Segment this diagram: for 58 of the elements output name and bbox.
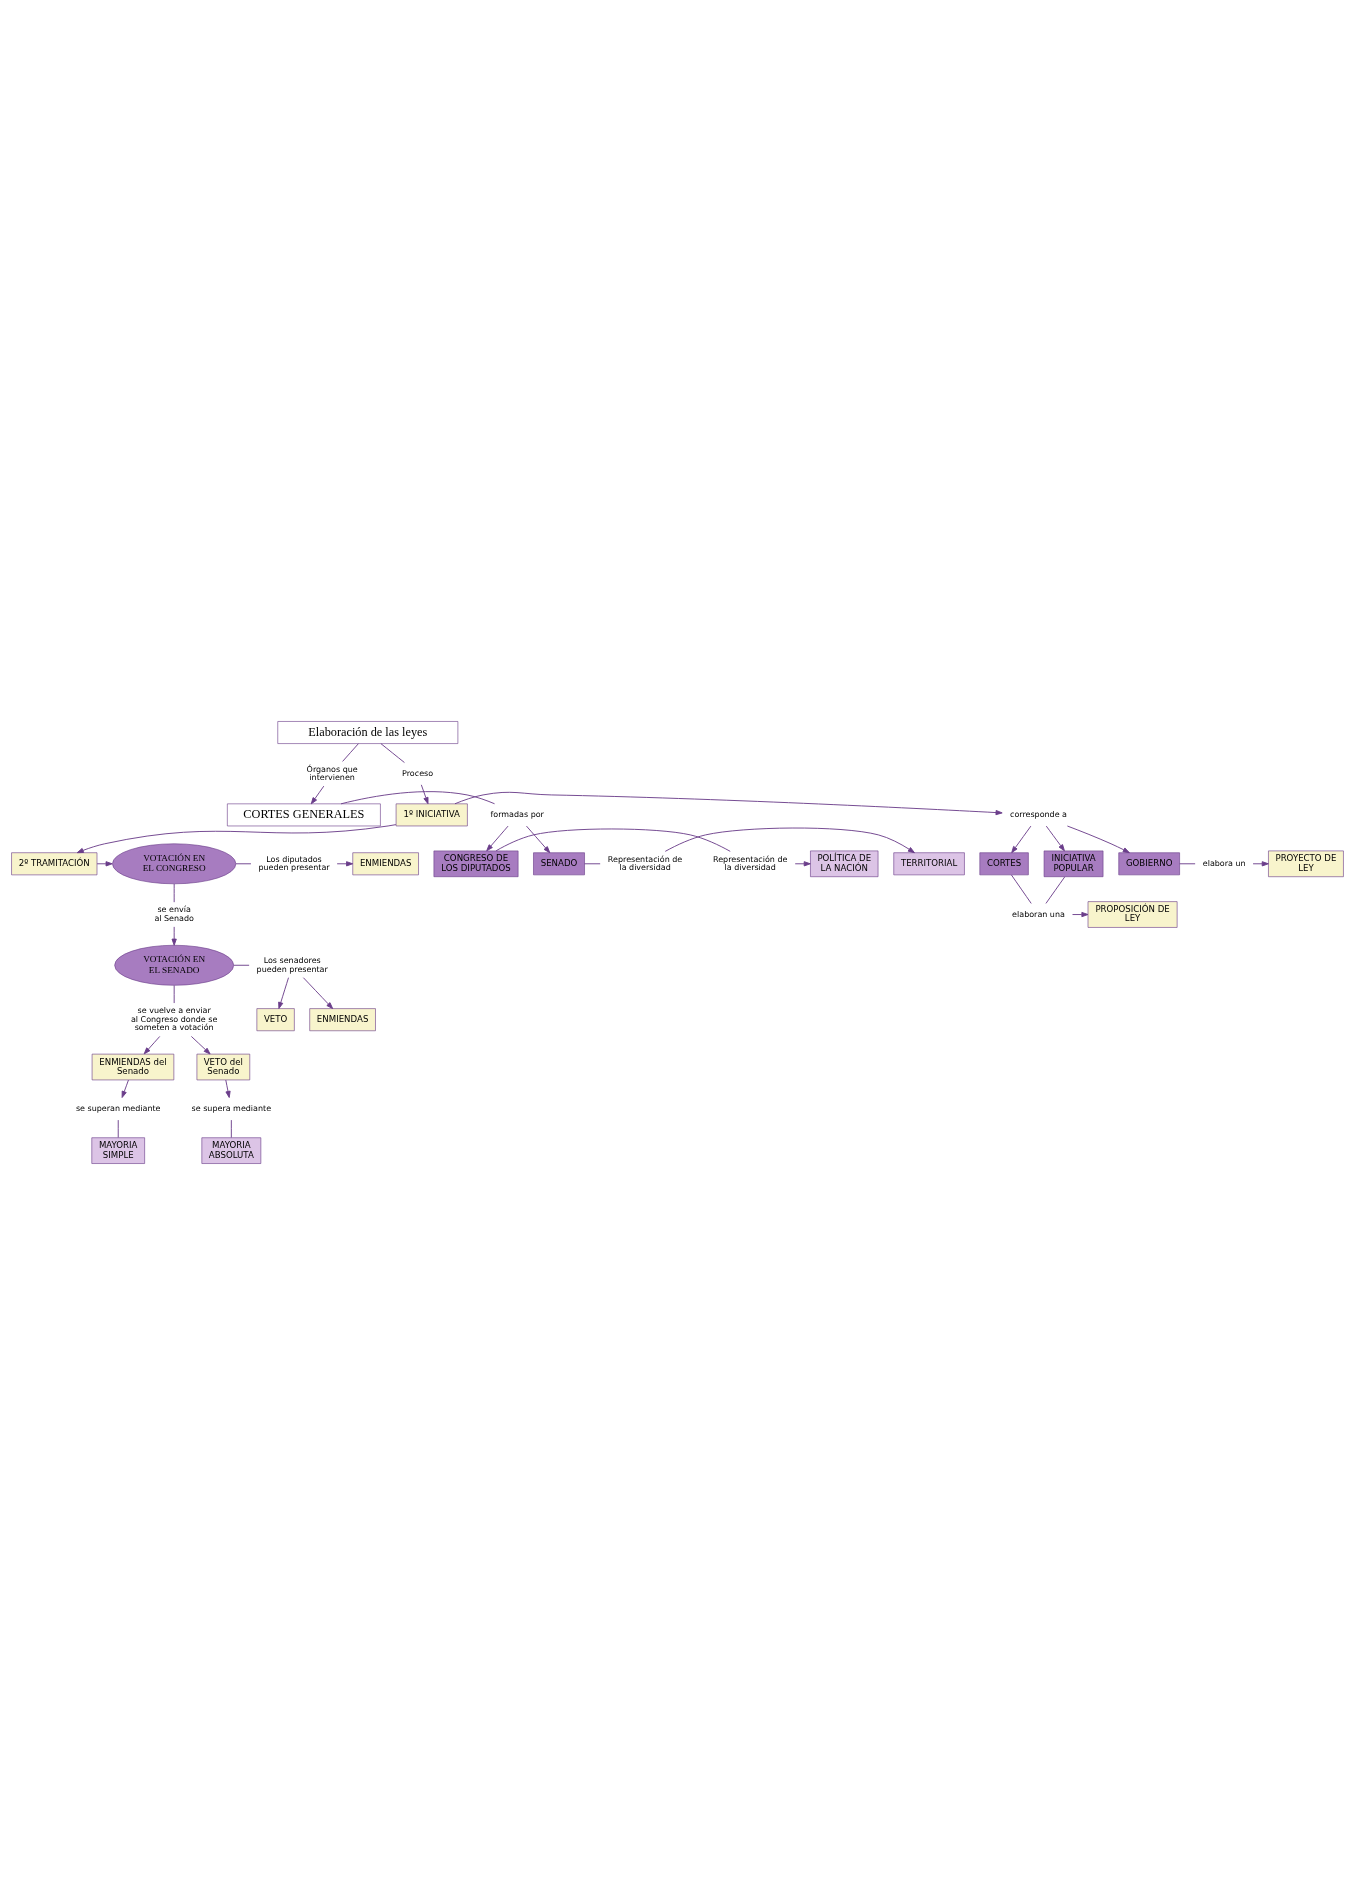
arrow	[143, 1035, 161, 1054]
arrow	[171, 925, 177, 946]
connector	[1010, 873, 1032, 904]
node-box: TERRITORIAL	[893, 851, 965, 875]
arrow	[1045, 825, 1065, 851]
connector	[342, 742, 359, 762]
node-box: POLÍTICA DE LA NACIÓN	[810, 850, 879, 877]
arrow	[664, 827, 915, 853]
node-box: MAYORIA SIMPLE	[91, 1136, 145, 1164]
arrow	[454, 791, 1003, 815]
node-box: 2º TRAMITACIÓN	[11, 851, 98, 875]
arrow	[486, 825, 509, 851]
node-box: INICIATIVA POPULAR	[1043, 850, 1104, 877]
node-box: SENADO	[533, 851, 585, 875]
connector	[173, 984, 175, 1003]
node-box: VETO	[256, 1007, 295, 1031]
connector	[1045, 875, 1066, 904]
arrow	[96, 860, 113, 866]
node-box: PROPOSICIÓN DE LEY	[1087, 900, 1178, 928]
connector	[235, 862, 252, 864]
node-box: VETO del Senado	[196, 1053, 251, 1080]
arrow	[310, 785, 325, 804]
node-box: CORTES	[979, 851, 1029, 875]
node-box: Elaboración de las leyes	[277, 720, 459, 744]
node-box: ENMIENDAS	[309, 1007, 376, 1031]
node-ellipse: VOTACIÓN EN EL SENADO	[114, 944, 234, 986]
node-box: ENMIENDAS del Senado	[91, 1053, 175, 1080]
node-box: MAYORIA ABSOLUTA	[201, 1136, 262, 1164]
arrow	[302, 976, 334, 1009]
arrow	[1066, 825, 1130, 853]
connector	[340, 790, 495, 804]
arrow	[526, 825, 551, 853]
connector	[173, 883, 175, 903]
connector	[380, 742, 405, 763]
arrow	[1072, 911, 1089, 917]
node-ellipse: VOTACIÓN EN EL CONGRESO	[112, 842, 237, 884]
node-box: ENMIENDAS	[352, 851, 419, 875]
arrow	[76, 823, 397, 853]
arrow	[336, 860, 354, 866]
connector	[233, 964, 250, 966]
node-box: CORTES GENERALES	[227, 803, 381, 826]
node-box: 1º INICIATIVA	[395, 803, 468, 826]
arrow	[278, 976, 289, 1009]
arrow	[121, 1079, 129, 1098]
connector	[1179, 862, 1196, 864]
arrow	[420, 783, 429, 804]
arrow	[225, 1079, 231, 1098]
connector	[495, 828, 731, 852]
arrow	[1011, 825, 1032, 853]
connector	[230, 1119, 232, 1138]
arrow	[1252, 860, 1269, 866]
connector	[117, 1119, 119, 1138]
node-box: GOBIERNO	[1118, 851, 1180, 875]
arrow	[190, 1035, 211, 1054]
node-box: PROYECTO DE LEY	[1268, 850, 1344, 877]
node-box: CONGRESO DE LOS DIPUTADOS	[433, 850, 519, 877]
arrow	[794, 860, 811, 866]
connector	[584, 862, 601, 864]
